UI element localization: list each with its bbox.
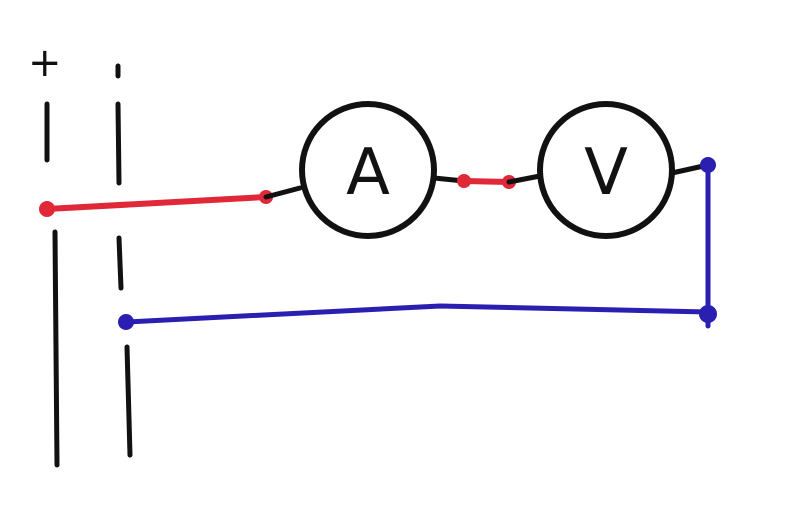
ammeter-label: A bbox=[346, 136, 390, 210]
blue-node-left bbox=[118, 314, 134, 330]
blue-node-top bbox=[700, 157, 716, 173]
voltmeter-circle bbox=[537, 101, 675, 239]
positive-label: + bbox=[28, 40, 62, 86]
red-node-left bbox=[39, 201, 55, 217]
ammeter: A bbox=[299, 101, 437, 239]
positive-rail bbox=[44, 101, 60, 468]
voltmeter-lead-left bbox=[506, 173, 543, 185]
red-wire-between-meters bbox=[461, 178, 512, 185]
red-wire-to-ammeter bbox=[44, 194, 269, 212]
ammeter-circle bbox=[299, 101, 437, 239]
blue-wire-return bbox=[123, 162, 711, 325]
blue-node-corner bbox=[699, 305, 717, 323]
red-node-mid-left bbox=[457, 174, 471, 188]
negative-rail bbox=[115, 63, 133, 458]
ammeter-lead-left bbox=[263, 185, 303, 200]
voltmeter-label: V bbox=[584, 136, 628, 210]
voltmeter: V bbox=[537, 101, 675, 239]
